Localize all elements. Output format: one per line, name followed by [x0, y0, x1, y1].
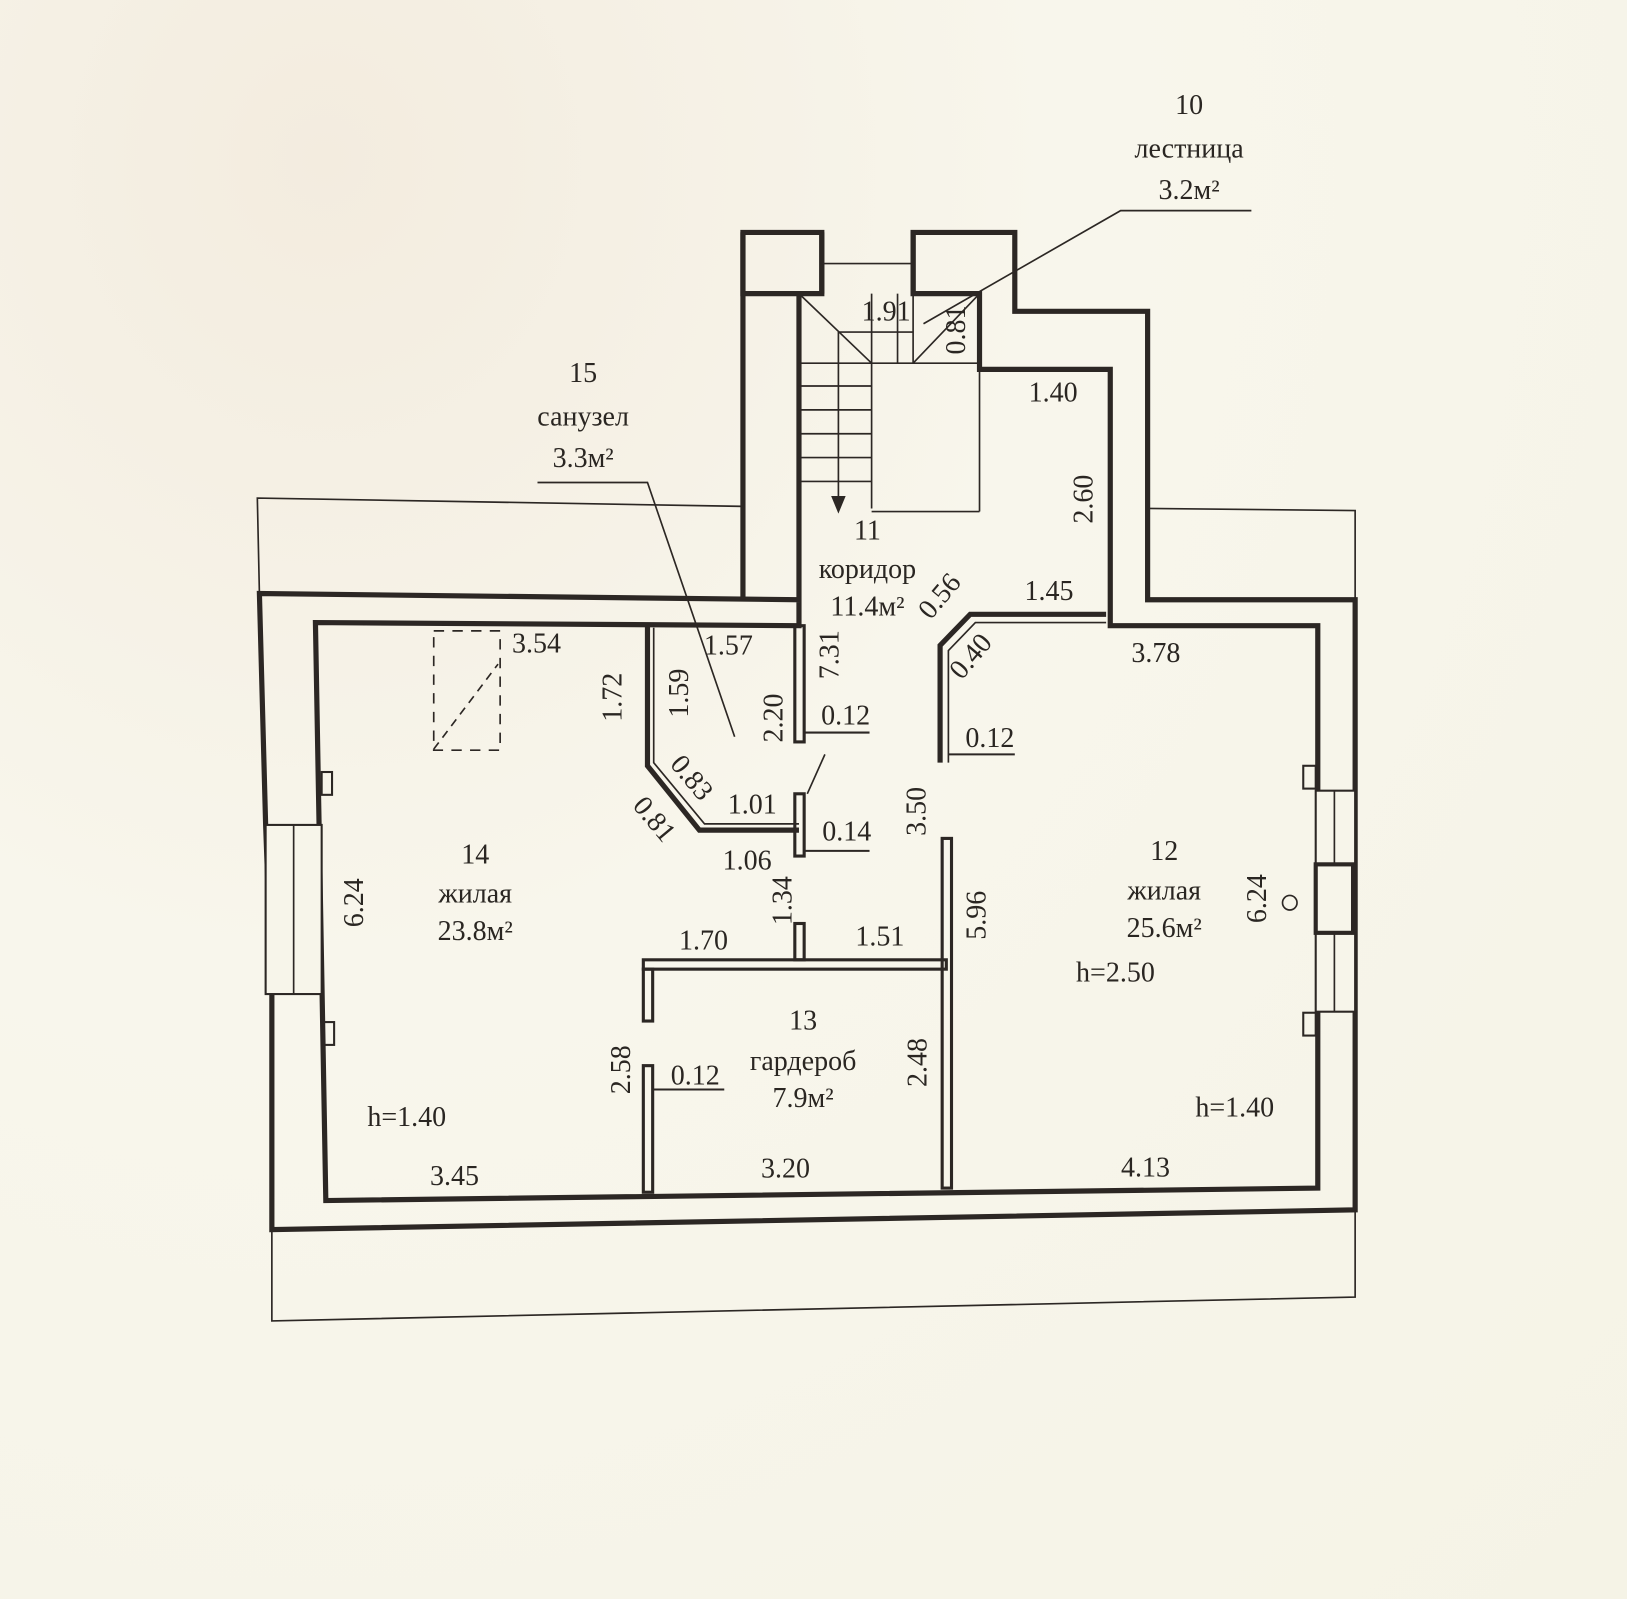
room-area: 7.9м²: [773, 1083, 834, 1114]
dimension: 3.45: [430, 1161, 479, 1192]
dimension: 2.48: [903, 1038, 934, 1087]
room-area: 3.3м²: [553, 443, 614, 474]
room-number: 10: [1175, 90, 1203, 121]
dimension: 1.59: [664, 669, 695, 718]
dimension: 3.50: [902, 787, 933, 836]
room-label-14: 14 жилая 23.8м² h=1.40: [367, 839, 512, 1133]
dimension: 1.40: [1029, 378, 1078, 409]
dimension: 6.24: [339, 878, 370, 927]
vent-icon: [1281, 894, 1298, 911]
room-number: 11: [854, 516, 881, 547]
interior-walls: [320, 611, 1317, 1194]
leader-lines: [537, 209, 1252, 1091]
room-label-13: 13 гардероб 7.9м²: [750, 1005, 856, 1114]
room-label-11: 11 коридор 11.4м²: [819, 516, 916, 623]
dimension: 0.14: [822, 816, 871, 847]
dimension: 1.06: [723, 846, 772, 877]
room-name: лестница: [1135, 134, 1245, 165]
room-name: жилая: [1126, 876, 1201, 907]
dimension: 1.91: [862, 297, 911, 328]
dimension: 3.20: [761, 1154, 810, 1185]
outer-wall: [256, 229, 1358, 1233]
dimension: 2.60: [1069, 475, 1100, 524]
room-name: коридор: [819, 554, 916, 585]
dimension: 2.20: [758, 694, 789, 743]
dimension: 0.12: [821, 700, 870, 731]
dimension: 0.12: [965, 723, 1014, 754]
dimension: 2.58: [606, 1045, 637, 1094]
dimension: 1.01: [728, 790, 777, 821]
room-label-12: 12 жилая 25.6м² h=2.50 h=1.40: [1076, 836, 1274, 1123]
skylight-icon: [432, 630, 501, 752]
room-area: 23.8м²: [438, 916, 513, 947]
room-area: 11.4м²: [830, 591, 904, 622]
ceiling-height: h=1.40: [367, 1102, 446, 1133]
room-area: 3.2м²: [1159, 175, 1220, 206]
dimension: 1.57: [704, 631, 753, 662]
dimension: 7.31: [814, 630, 845, 679]
room-number: 12: [1150, 836, 1178, 867]
room-name: жилая: [437, 879, 512, 910]
room-number: 14: [461, 839, 489, 870]
room-number: 15: [569, 358, 597, 389]
window-right: [1313, 789, 1357, 1013]
dimension: 4.13: [1121, 1153, 1170, 1184]
room-area: 25.6м²: [1127, 913, 1202, 944]
dimension: 5.96: [962, 891, 993, 940]
ceiling-height: h=2.50: [1076, 958, 1155, 989]
dimension: 1.51: [855, 921, 904, 952]
dimension: 0.12: [671, 1060, 720, 1091]
room-name: гардероб: [750, 1046, 856, 1077]
ceiling-height: h=1.40: [1195, 1092, 1274, 1123]
dimension: 1.72: [598, 673, 629, 722]
dimension: 6.24: [1242, 874, 1273, 923]
room-name: санузел: [537, 401, 629, 432]
dimension: 0.56: [912, 568, 967, 625]
room-label-15: 15 санузел 3.3м²: [537, 358, 629, 474]
dimension: 1.34: [768, 876, 799, 925]
dimension: 3.78: [1131, 638, 1180, 669]
room-label-10: 10 лестница 3.2м²: [1135, 90, 1245, 206]
room-number: 13: [789, 1005, 817, 1036]
window-left: [264, 823, 323, 996]
dimension: 1.70: [679, 925, 728, 956]
dimension: 1.45: [1025, 576, 1074, 607]
dimension: 3.54: [512, 629, 561, 660]
dimension: 0.81: [941, 305, 972, 354]
roof-outline: [256, 497, 1356, 1322]
staircase: [798, 293, 981, 514]
